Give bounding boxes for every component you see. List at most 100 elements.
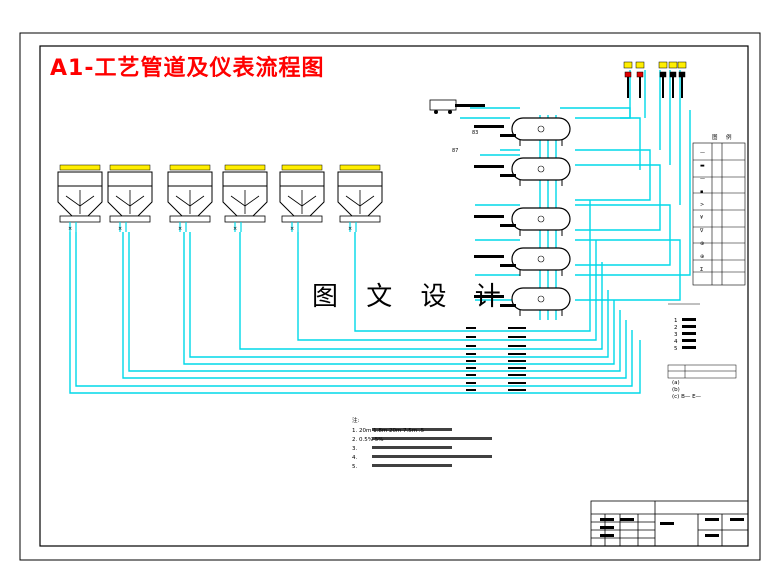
instrument-body <box>636 71 644 78</box>
hopper-valve: × <box>233 226 237 232</box>
hopper-base <box>109 215 151 223</box>
title-block-text-bar <box>705 534 719 537</box>
title-block <box>590 500 749 547</box>
title-block-text-bar <box>600 526 614 529</box>
symbol-legend-table <box>692 142 746 286</box>
vessel-label-bar <box>474 125 504 128</box>
note-line-bar <box>372 428 452 431</box>
pipe-label-bar <box>466 367 476 369</box>
pipe-label-bar <box>508 389 526 391</box>
hopper-base <box>281 215 323 223</box>
note-line-bar <box>372 437 492 440</box>
vessel-nozzle <box>537 125 545 133</box>
pipe-label-bar <box>466 382 476 384</box>
vessel-tag-bar <box>500 174 516 177</box>
legend-item-bar <box>682 346 696 349</box>
hopper-unit: × <box>167 164 213 232</box>
vessel-label: 87 <box>452 148 458 154</box>
vessel-shell <box>511 287 571 311</box>
vessel-nozzle <box>537 255 545 263</box>
vessel-nozzle <box>537 295 545 303</box>
pipe-label-bar <box>466 374 476 376</box>
legend-symbol: — <box>700 150 705 156</box>
pipe-label-bar <box>466 360 476 362</box>
legend-symbol: ▪ <box>700 189 703 195</box>
note-line: 3. <box>352 446 357 452</box>
hopper-unit: × <box>337 164 383 232</box>
hopper-valve: × <box>348 226 352 232</box>
legend-item: 2 <box>674 325 678 331</box>
hopper-units: ×××××× <box>57 164 383 232</box>
pipe-bundle <box>69 70 691 394</box>
legend-note: (b) <box>672 387 680 393</box>
title-block-text-bar <box>620 518 634 521</box>
hopper-top <box>279 171 325 187</box>
vessel-tag-bar <box>500 134 516 137</box>
hopper-top <box>57 171 103 187</box>
vessel <box>474 207 571 236</box>
pipe-label-bar <box>466 336 476 338</box>
pipe-label-bar <box>466 353 476 355</box>
hopper-unit: × <box>222 164 268 232</box>
hopper-base <box>224 215 266 223</box>
inner-border <box>39 45 749 547</box>
instrument-body <box>659 71 667 78</box>
hopper-base <box>169 215 211 223</box>
hopper-unit: × <box>57 164 103 232</box>
vessel-tag-bar <box>500 224 516 227</box>
legend-item-bar <box>682 339 696 342</box>
legend-item: 3 <box>674 332 678 338</box>
legend-note: (c) B— E— <box>672 394 702 400</box>
note-line: 2. 0.5% 5% <box>352 437 383 443</box>
notes-heading: 注: <box>352 416 360 424</box>
legend-item-bar <box>682 318 696 321</box>
legend-symbol: ⊕ <box>700 241 704 247</box>
pipe-label-bar <box>466 389 476 391</box>
instrument-tags <box>623 61 687 98</box>
instrument-tag-icon <box>635 61 645 69</box>
legend-header-1: 图 <box>712 133 718 141</box>
legend-item: 5 <box>674 346 678 352</box>
hopper-top <box>222 171 268 187</box>
instrument-tag-icon <box>668 61 678 69</box>
hopper-tag <box>109 164 151 171</box>
hopper-valve: × <box>68 226 72 232</box>
note-line: 5. <box>352 464 357 470</box>
pipe-label-bar <box>508 367 526 369</box>
vessel-shell <box>511 247 571 271</box>
hopper-tag <box>339 164 381 171</box>
legend-symbol: ▬ <box>700 163 705 169</box>
vessel-label-bar <box>474 215 504 218</box>
pipe-label-bar <box>508 327 526 329</box>
pipe-label-bar <box>508 336 526 338</box>
truck-icon <box>429 99 457 111</box>
note-line: 4. <box>352 455 357 461</box>
hopper-tag <box>59 164 101 171</box>
note-line-bar <box>372 455 492 458</box>
pipe-labels <box>466 327 526 391</box>
title-block-text-bar <box>600 534 614 537</box>
vessel-tag-bar <box>500 304 516 307</box>
pipe-label-bar <box>508 345 526 347</box>
instrument-body <box>678 71 686 78</box>
pipe-label-bar <box>466 327 476 329</box>
legend-symbol: > <box>700 202 704 208</box>
legend-symbol: ⊕ <box>700 254 704 260</box>
vessel-nozzle <box>537 165 545 173</box>
instrument-tag-icon <box>677 61 687 69</box>
legend-symbol: Σ <box>700 267 703 273</box>
legend-header-2: 例 <box>726 133 732 141</box>
outer-border <box>19 32 761 561</box>
vessel-tag-bar <box>500 264 516 267</box>
title-block-text-bar <box>705 518 719 521</box>
pipe-label-bar <box>508 374 526 376</box>
legend-symbol: — <box>700 176 705 182</box>
vessel <box>474 287 571 316</box>
legend-symbol: ∇ <box>699 228 704 234</box>
hopper-valve: × <box>178 226 182 232</box>
hopper-valve: × <box>290 226 294 232</box>
vessel-nozzle <box>537 215 545 223</box>
truck-label-bar <box>455 104 485 107</box>
